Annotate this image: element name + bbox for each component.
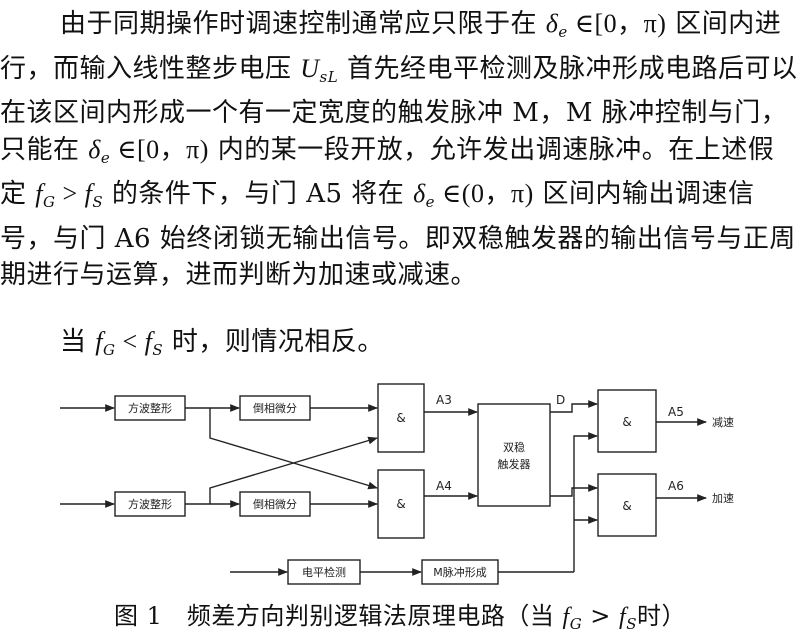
bistable-flip-flop-label-1: 双稳 [503, 440, 525, 454]
text-run: 当 [60, 327, 96, 357]
signal-label-a3: A3 [436, 393, 452, 407]
cross-wire-1 [209, 408, 378, 490]
signal-label-a5: A5 [668, 405, 684, 419]
math-operator: < [115, 327, 145, 356]
and-gate-a4 [377, 469, 425, 539]
math-operator: > [582, 602, 620, 630]
inverting-differentiator-1-label: 倒相微分 [253, 401, 297, 415]
wire-to-a6 [550, 484, 598, 497]
wire-m-to-a5 [573, 432, 598, 572]
math-subscript: S [626, 615, 637, 633]
cross-wire-2 [209, 436, 378, 504]
math-symbol: f [562, 604, 570, 630]
body-paragraph-2: 当 fG < fS 时，则情况相反。 [0, 324, 800, 369]
text-run: 时，则情况相反。 [163, 327, 384, 357]
square-wave-shaper-1 [114, 395, 186, 421]
math-operator: > [55, 179, 85, 208]
bistable-flip-flop [477, 403, 551, 507]
math-symbol: f [35, 179, 43, 208]
math-subscript: e [100, 148, 111, 167]
text-run: 内的某一段开放，允许发出调速脉冲。在上述假定 [0, 134, 775, 210]
wire-d-to-a5 [550, 400, 598, 413]
math-subscript: G [103, 341, 116, 359]
math-symbol: δ [413, 179, 426, 208]
level-detector-label: 电平检测 [302, 565, 346, 579]
inverting-differentiator-2 [239, 491, 311, 517]
m-pulse-former [421, 559, 499, 585]
math-symbol: f [619, 604, 627, 630]
math-subscript: e [558, 23, 568, 41]
math-symbol: δ [545, 9, 559, 38]
logic-circuit-diagram: 方波整形 方波整形 倒相微分 倒相微分 & & A3 A4 双稳 触发器 D &… [60, 383, 734, 585]
text-run: 图 1 频差方向判别逻辑法原理电路（当 [113, 602, 563, 630]
square-wave-shaper-2-label: 方波整形 [128, 497, 172, 511]
math-symbol: U [300, 53, 320, 83]
math-symbol: f [84, 179, 93, 208]
text-run: 区间内输出调速信号，与门 A6 始终闭锁无输出信号。即双稳触发器的输出信号与正周… [0, 179, 796, 290]
output-label-accelerate: 加速 [712, 492, 734, 505]
and-gate-a6-symbol: & [622, 499, 631, 513]
math-subscript: G [569, 615, 583, 633]
square-wave-shaper-1-label: 方波整形 [128, 401, 172, 415]
square-wave-shaper-2 [114, 491, 186, 517]
math-subscript: sL [319, 67, 339, 86]
text-run: 区间内进行，而输入线性整步电压 [0, 9, 782, 84]
math-symbol: f [144, 327, 153, 356]
math-interval: ∈(0，π) [435, 179, 534, 208]
math-interval: ∈[0，π) [110, 134, 209, 164]
level-detector [287, 559, 361, 585]
output-label-decelerate: 减速 [712, 416, 734, 429]
math-subscript: S [92, 193, 104, 211]
math-interval: ∈[0，π) [567, 9, 667, 38]
math-subscript: e [425, 193, 436, 211]
figure-caption: 图 1 频差方向判别逻辑法原理电路（当 fG > fS时） [0, 596, 800, 633]
text-run: 由于同期操作时调速控制通常应只限于在 [60, 9, 546, 39]
m-pulse-former-label: M脉冲形成 [433, 565, 487, 579]
signal-label-d: D [556, 393, 565, 407]
text-run: 的条件下，与门 A5 将在 [103, 179, 414, 209]
and-gate-a3-symbol: & [396, 411, 405, 425]
math-subscript: S [152, 341, 164, 359]
inverting-differentiator-2-label: 倒相微分 [253, 497, 297, 511]
signal-label-a4: A4 [436, 479, 452, 493]
text-run: 时） [637, 602, 686, 630]
body-paragraph-1: 由于同期操作时调速控制通常应只限于在 δe ∈[0，π) 区间内进行，而输入线性… [0, 6, 800, 294]
and-gate-a5 [597, 389, 657, 453]
math-symbol: δ [88, 134, 101, 164]
and-gate-a5-symbol: & [622, 415, 631, 429]
and-gate-a4-symbol: & [396, 497, 405, 511]
and-gate-a6 [597, 473, 657, 537]
math-subscript: G [43, 193, 56, 211]
math-symbol: f [95, 327, 103, 356]
text-run: 首先经电平检测及脉冲形成电路后可以在该区间内形成一个有一定宽度的触发脉冲 M，M… [0, 53, 798, 165]
signal-label-a6: A6 [668, 479, 684, 493]
bistable-flip-flop-label-2: 触发器 [498, 457, 531, 471]
and-gate-a3 [377, 383, 425, 453]
